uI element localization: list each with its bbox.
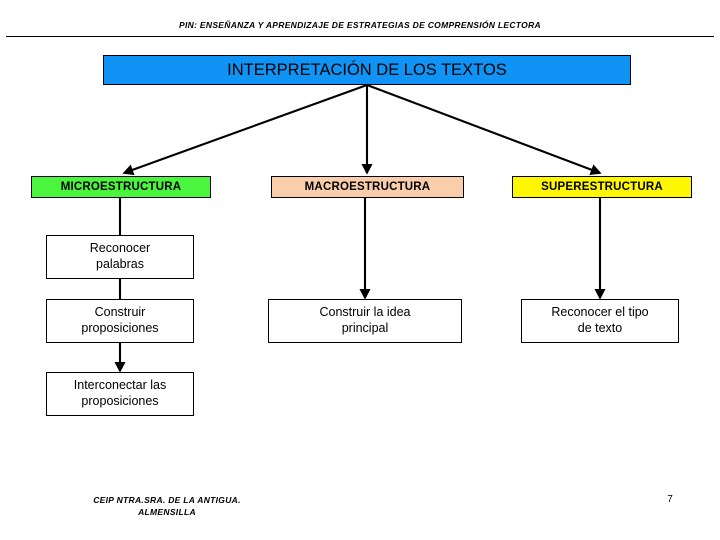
category-box-microestructura[interactable]: MICROESTRUCTURA — [31, 176, 211, 198]
header-divider-rule — [6, 36, 714, 37]
category-box-superestructura[interactable]: SUPERESTRUCTURA — [512, 176, 692, 198]
diagram-root-box[interactable]: INTERPRETACIÓN DE LOS TEXTOS — [103, 55, 631, 85]
step-box-construir-proposiciones[interactable]: Construir proposiciones — [46, 299, 194, 343]
step-box-reconocer-palabras[interactable]: Reconocer palabras — [46, 235, 194, 279]
step-box-interconectar-proposiciones[interactable]: Interconectar las proposiciones — [46, 372, 194, 416]
step-box-reconocer-tipo-texto[interactable]: Reconocer el tipo de texto — [521, 299, 679, 343]
footer-organization: CEIP NTRA.SRA. DE LA ANTIGUA. ALMENSILLA — [93, 495, 241, 518]
category-box-macroestructura[interactable]: MACROESTRUCTURA — [271, 176, 464, 198]
arrow-root-to-microestructura — [122, 84, 368, 176]
arrow-root-to-superestructura — [366, 84, 602, 176]
step-box-construir-idea-principal[interactable]: Construir la idea principal — [268, 299, 462, 343]
footer-page-number: 7 — [667, 494, 673, 505]
slide-header-title: PIN: ENSEÑANZA Y APRENDIZAJE DE ESTRATEG… — [179, 20, 541, 30]
